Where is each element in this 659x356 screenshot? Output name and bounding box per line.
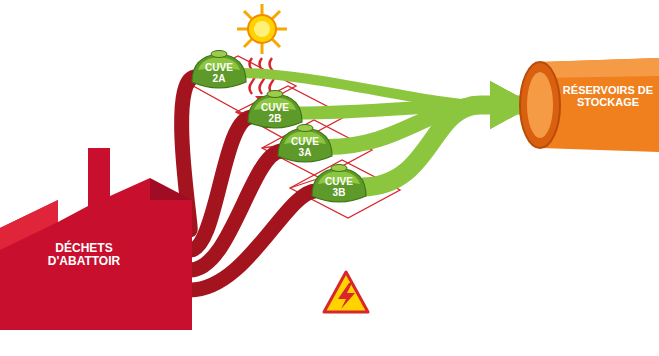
storage-node: RÉSERVOIRS DE STOCKAGE bbox=[516, 56, 659, 154]
electric-warning-sign bbox=[324, 272, 368, 312]
tank-node: CUVE 3B bbox=[310, 160, 368, 206]
output-flow-arrow bbox=[362, 105, 520, 187]
node-label: CUVE 3B bbox=[319, 176, 359, 198]
node-label: RÉSERVOIRS DE STOCKAGE bbox=[556, 84, 659, 108]
tank-node: CUVE 3A bbox=[276, 120, 334, 166]
tank-node: CUVE 2B bbox=[246, 86, 304, 132]
factory-node: DÉCHETS D'ABATTOIR bbox=[0, 130, 192, 330]
waste-flow-band bbox=[190, 117, 252, 250]
factory-shape bbox=[0, 130, 192, 330]
waste-flow-band bbox=[190, 151, 282, 270]
waste-flow-band bbox=[190, 191, 316, 290]
node-label: CUVE 2B bbox=[255, 102, 295, 124]
node-label: CUVE 2A bbox=[199, 62, 239, 84]
sun-symbol bbox=[237, 4, 287, 54]
node-label: DÉCHETS D'ABATTOIR bbox=[36, 242, 132, 268]
node-label: CUVE 3A bbox=[285, 136, 325, 158]
tank-node: CUVE 2A bbox=[190, 46, 248, 92]
